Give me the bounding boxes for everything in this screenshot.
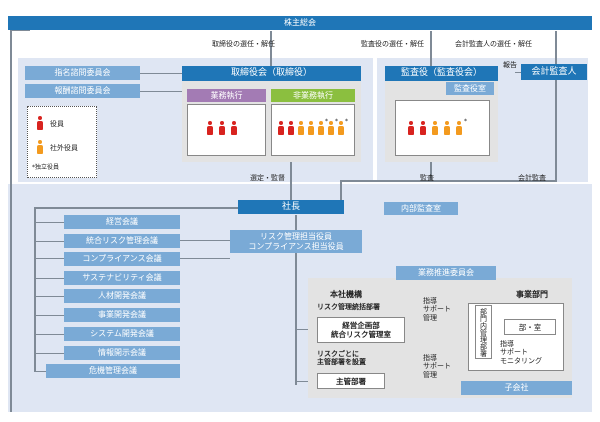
council-compliance: コンプライアンス会議	[64, 252, 180, 266]
business-committee: 業務推進委員会	[396, 266, 496, 280]
subsidiary-box: 子会社	[461, 381, 572, 395]
internal-audit-box: 内部監査室	[384, 202, 458, 215]
council-disclosure: 情報開示会議	[64, 346, 180, 360]
council-business: 事業開発会議	[64, 308, 180, 322]
board-title: 取締役会（取締役）	[182, 66, 361, 81]
audit-board-title: 監査役（監査役会）	[385, 66, 498, 81]
nomination-committee: 指名諮問委員会	[25, 66, 140, 80]
business-guidance: 指導 サポート モニタリング	[500, 340, 542, 365]
planning-dept: 経営企画部 統合リスク管理室	[317, 317, 405, 343]
compensation-committee: 報酬諮問委員会	[25, 84, 140, 98]
council-system: システム開発会議	[64, 327, 180, 341]
internal-management: 部門内管理部署	[475, 305, 492, 359]
hq-guidance-top: 指導 サポート 管理	[423, 297, 451, 322]
audit-members: *	[395, 100, 490, 156]
appoint-directors-label: 取締役の選任・解任	[212, 40, 275, 48]
legend-box: 役員 社外役員 *独立役員	[27, 106, 97, 178]
legend-director-label: 役員	[50, 120, 64, 128]
report-label: 報告	[503, 61, 517, 69]
appoint-auditors-label: 監査役の選任・解任	[361, 40, 424, 48]
exec-label: 業務執行	[187, 89, 266, 102]
appoint-accounting-label: 会計監査人の選任・解任	[455, 40, 532, 48]
legend-outside-label: 社外役員	[50, 144, 78, 152]
shareholders-meeting: 株主総会	[8, 16, 592, 30]
council-crisis: 危機管理会議	[46, 364, 180, 378]
hq-guidance-bottom: 指導 サポート 管理	[423, 354, 451, 379]
council-hr: 人材開発会議	[64, 289, 180, 303]
audit-office: 監査役室	[446, 82, 494, 95]
business-unit-title: 事業部門	[516, 290, 548, 299]
council-management: 経営会議	[64, 215, 180, 229]
section-box: 部・室	[504, 319, 556, 335]
hq-note: リスクごとに 主管部署を設置	[317, 350, 366, 367]
risk-compliance-officer: リスク管理担当役員 コンプライアンス担当役員	[230, 230, 362, 253]
president-box: 社長	[238, 200, 344, 214]
nonexec-label: 非業務執行	[271, 89, 355, 102]
nonexec-members: * * *	[271, 104, 355, 156]
audit-label: 監査	[420, 174, 434, 182]
council-sustainability: サステナビリティ会議	[64, 271, 180, 285]
hq-title: 本社機構	[330, 290, 362, 299]
exec-members	[187, 104, 266, 156]
council-risk: 統合リスク管理会議	[64, 234, 180, 248]
responsible-dept: 主管部署	[317, 373, 385, 389]
legend-independent-label: *独立役員	[32, 164, 60, 171]
hq-subtitle: リスク管理統括部署	[317, 303, 380, 311]
accounting-auditor: 会計監査人	[521, 64, 587, 80]
select-supervise-label: 選定・監督	[250, 174, 285, 182]
accounting-audit-label: 会計監査	[518, 174, 546, 182]
